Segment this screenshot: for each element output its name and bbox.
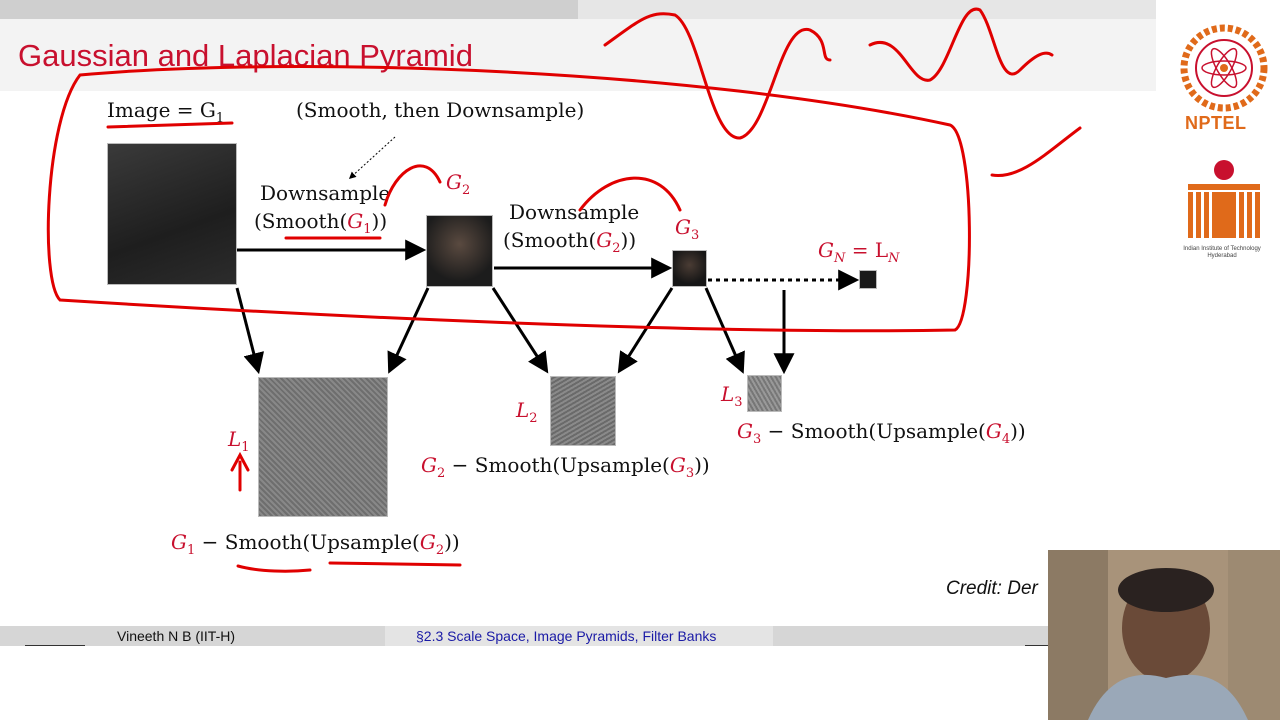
presenter-webcam — [1048, 550, 1280, 720]
smooth-note: (Smooth, then Downsample) — [296, 98, 585, 122]
gaussian-image-gn — [859, 270, 877, 289]
formula-laplacian-2: G2 − Smooth(Upsample(G3)) — [421, 453, 710, 481]
gaussian-image-g3 — [672, 250, 707, 287]
curve-to-g3 — [578, 176, 682, 212]
arrow-g1-to-l1 — [235, 287, 265, 375]
formula-laplacian-3: G3 − Smooth(Upsample(G4)) — [737, 419, 1026, 447]
l2-label: L2 — [516, 398, 538, 426]
diagram-arrows — [46, 7, 1082, 573]
formula-laplacian-1: G1 − Smooth(Upsample(G2)) — [171, 530, 460, 558]
check-scribble — [990, 126, 1082, 178]
nptel-logo-icon — [1180, 24, 1268, 112]
arrow-g2-to-l2 — [491, 287, 549, 374]
l1-label: L1 — [228, 427, 250, 455]
footer-rule-right — [1025, 645, 1049, 646]
laplacian-image-l3 — [747, 375, 782, 412]
wave-scribble-2 — [868, 7, 1054, 82]
top-progress-bar-right — [578, 0, 1156, 19]
l3-label: L3 — [721, 382, 743, 410]
credit-text: Credit: Der — [946, 578, 1038, 599]
downsample-1-line1: Downsample — [260, 181, 391, 205]
top-progress-bar-left — [0, 0, 578, 19]
underline-image-g1 — [106, 121, 234, 129]
arrow-g2-to-l1 — [387, 287, 430, 374]
downsample-1-line2: (Smooth(G1)) — [254, 209, 388, 237]
highlight-loop — [46, 65, 971, 333]
arrow-g3-to-l2 — [617, 287, 674, 374]
laplacian-image-l2 — [550, 376, 616, 446]
iith-logo-icon — [1188, 160, 1260, 238]
title-bar — [0, 19, 1156, 91]
footer-section-bar — [385, 626, 773, 646]
laplacian-image-l1 — [258, 377, 388, 517]
g2-label: G2 — [446, 170, 471, 198]
image-g1-label: Image = G1 — [107, 98, 225, 126]
curve-to-g2 — [383, 164, 442, 207]
underline-formula-1b — [328, 561, 462, 567]
gaussian-image-g2 — [426, 215, 493, 287]
downsample-2-line1: Downsample — [509, 200, 640, 224]
iith-caption: Indian Institute of Technology Hyderabad — [1183, 246, 1261, 259]
wave-scribble-1 — [603, 12, 832, 140]
footer-author: Vineeth N B (IIT-H) — [117, 628, 236, 644]
g3-label: G3 — [675, 215, 700, 243]
nptel-logo-text: NPTEL — [1185, 113, 1247, 133]
underline-formula-1a — [236, 564, 312, 573]
downsample-2-line2: (Smooth(G2)) — [503, 228, 637, 256]
note-pointer — [348, 136, 396, 179]
gaussian-image-g1 — [107, 143, 237, 285]
presenter-video-frame — [1048, 550, 1280, 720]
gn-label: GN = LN — [818, 238, 900, 266]
footer-section-title: §2.3 Scale Space, Image Pyramids, Filter… — [416, 628, 717, 644]
arrow-up-l1 — [230, 451, 250, 492]
footer-rule-left — [25, 645, 85, 646]
